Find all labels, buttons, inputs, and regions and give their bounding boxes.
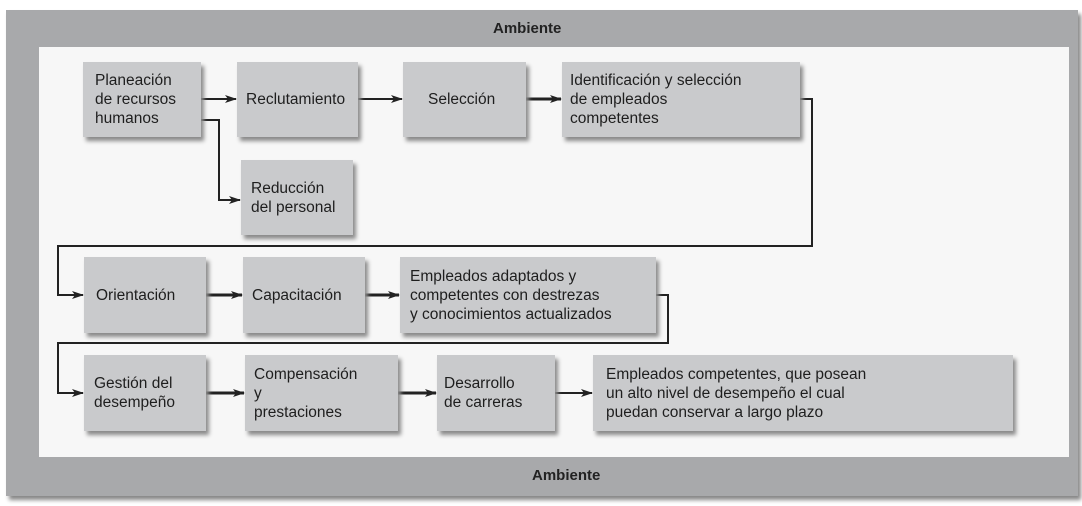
box-identificacion: Identificación y selección de empleados … (562, 62, 800, 137)
arrow-adaptados-gestion (57, 294, 669, 397)
box-empleados-adaptados: Empleados adaptados y competentes con de… (400, 257, 656, 333)
box-orientacion: Orientación (84, 257, 206, 333)
box-planeacion: Planeación de recursos humanos (83, 62, 201, 137)
arrow-identificacion-orientacion (57, 98, 813, 299)
box-seleccion: Selección (403, 62, 526, 137)
box-desarrollo: Desarrollo de carreras (437, 355, 555, 431)
arrow-planeacion-reduccion (201, 119, 241, 204)
box-reduccion: Reducción del personal (241, 160, 353, 235)
box-gestion-desempeno: Gestión del desempeño (84, 355, 206, 431)
box-capacitacion: Capacitación (243, 257, 365, 333)
environment-label-top: Ambiente (493, 20, 562, 37)
box-compensacion: Compensación y prestaciones (245, 355, 398, 431)
environment-label-bottom: Ambiente (532, 467, 601, 484)
box-reclutamiento: Reclutamiento (237, 62, 358, 137)
box-empleados-competentes: Empleados competentes, que posean un alt… (593, 355, 1013, 431)
